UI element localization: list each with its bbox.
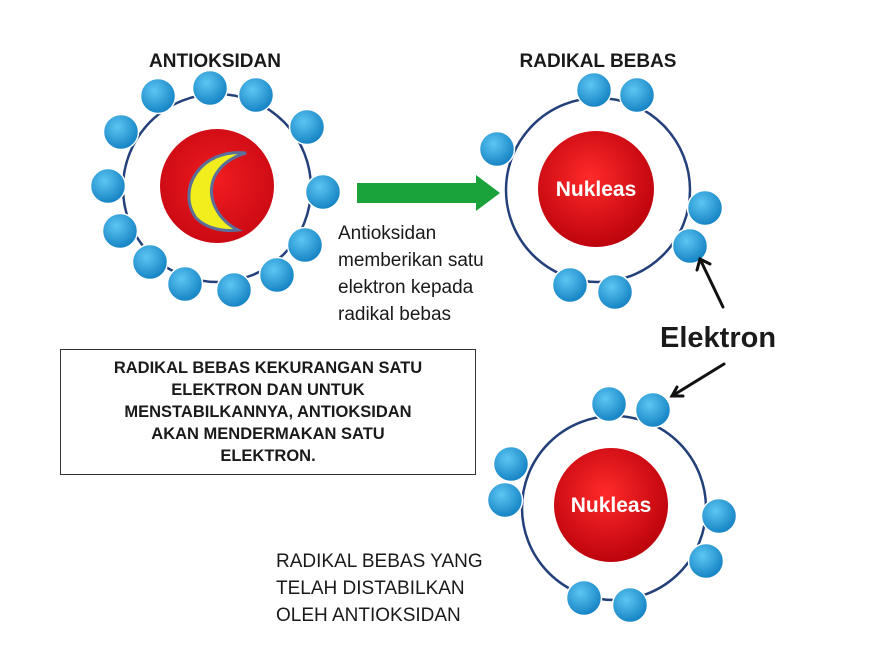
electron xyxy=(575,71,613,109)
info-box-line: AKAN MENDERMAKAN SATU xyxy=(151,425,385,443)
stabilized-caption-line: OLEH ANTIOKSIDAN xyxy=(276,605,461,626)
antioxidant-electrons xyxy=(89,69,342,309)
transfer-caption: Antioksidan memberikan satu elektron kep… xyxy=(338,220,484,328)
electron xyxy=(565,579,603,617)
electron xyxy=(634,391,672,429)
free-radical-electrons xyxy=(478,71,724,311)
stabilized-caption-line: RADIKAL BEBAS YANG xyxy=(276,551,483,572)
stabilized-nucleus xyxy=(554,448,668,562)
electron xyxy=(590,385,628,423)
moon-icon xyxy=(187,151,247,232)
info-box-line: RADIKAL BEBAS KEKURANGAN SATU xyxy=(113,359,423,377)
electron xyxy=(102,113,140,151)
electron xyxy=(258,256,296,294)
info-box-line: ELEKTRON DAN UNTUK xyxy=(171,381,365,399)
stabilized-radical-atom: Nukleas xyxy=(486,385,738,624)
electron xyxy=(288,108,326,146)
stabilized-electrons xyxy=(486,385,738,624)
electron xyxy=(215,271,253,309)
electron xyxy=(492,445,530,483)
electron-pointer-upper xyxy=(695,256,725,309)
antioxidant-nucleus xyxy=(160,129,274,243)
transfer-arrow xyxy=(357,175,500,211)
electron xyxy=(686,189,724,227)
free-radical-title: RADIKAL BEBAS xyxy=(520,51,677,72)
electron xyxy=(687,542,725,580)
transfer-caption-line: memberikan satu xyxy=(338,250,484,271)
electron xyxy=(166,265,204,303)
info-box: RADIKAL BEBAS KEKURANGAN SATU ELEKTRON D… xyxy=(60,349,476,475)
electron xyxy=(237,76,275,114)
electron xyxy=(596,273,634,311)
stabilized-caption-line: TELAH DISTABILKAN xyxy=(276,578,465,599)
electron xyxy=(478,130,516,168)
electron xyxy=(551,266,589,304)
electron xyxy=(304,173,342,211)
electron xyxy=(700,497,738,535)
electron xyxy=(101,212,139,250)
free-radical-nucleus-label: Nukleas xyxy=(556,178,637,201)
info-box-line: MENSTABILKANNYA, ANTIOKSIDAN xyxy=(124,403,412,421)
transfer-caption-line: Antioksidan xyxy=(338,223,437,244)
free-radical-atom: Nukleas xyxy=(478,71,724,311)
transfer-caption-line: elektron kepada xyxy=(338,277,474,298)
antioxidant-title: ANTIOKSIDAN xyxy=(149,51,281,72)
electron-pointer-lower xyxy=(669,362,726,398)
electron xyxy=(89,167,127,205)
electron xyxy=(611,586,649,624)
stabilized-caption: RADIKAL BEBAS YANG TELAH DISTABILKAN OLE… xyxy=(276,548,483,629)
electron xyxy=(286,226,324,264)
antioxidant-atom xyxy=(89,69,342,309)
transfer-caption-line: radikal bebas xyxy=(338,304,452,325)
stabilized-nucleus-label: Nukleas xyxy=(571,494,652,517)
electron xyxy=(131,243,169,281)
electron xyxy=(191,69,229,107)
free-radical-nucleus xyxy=(538,131,654,247)
electron xyxy=(139,77,177,115)
electron-label: Elektron xyxy=(660,322,776,354)
electron xyxy=(618,76,656,114)
electron xyxy=(486,481,524,519)
info-box-line: ELEKTRON. xyxy=(220,447,316,465)
electron xyxy=(671,227,709,265)
